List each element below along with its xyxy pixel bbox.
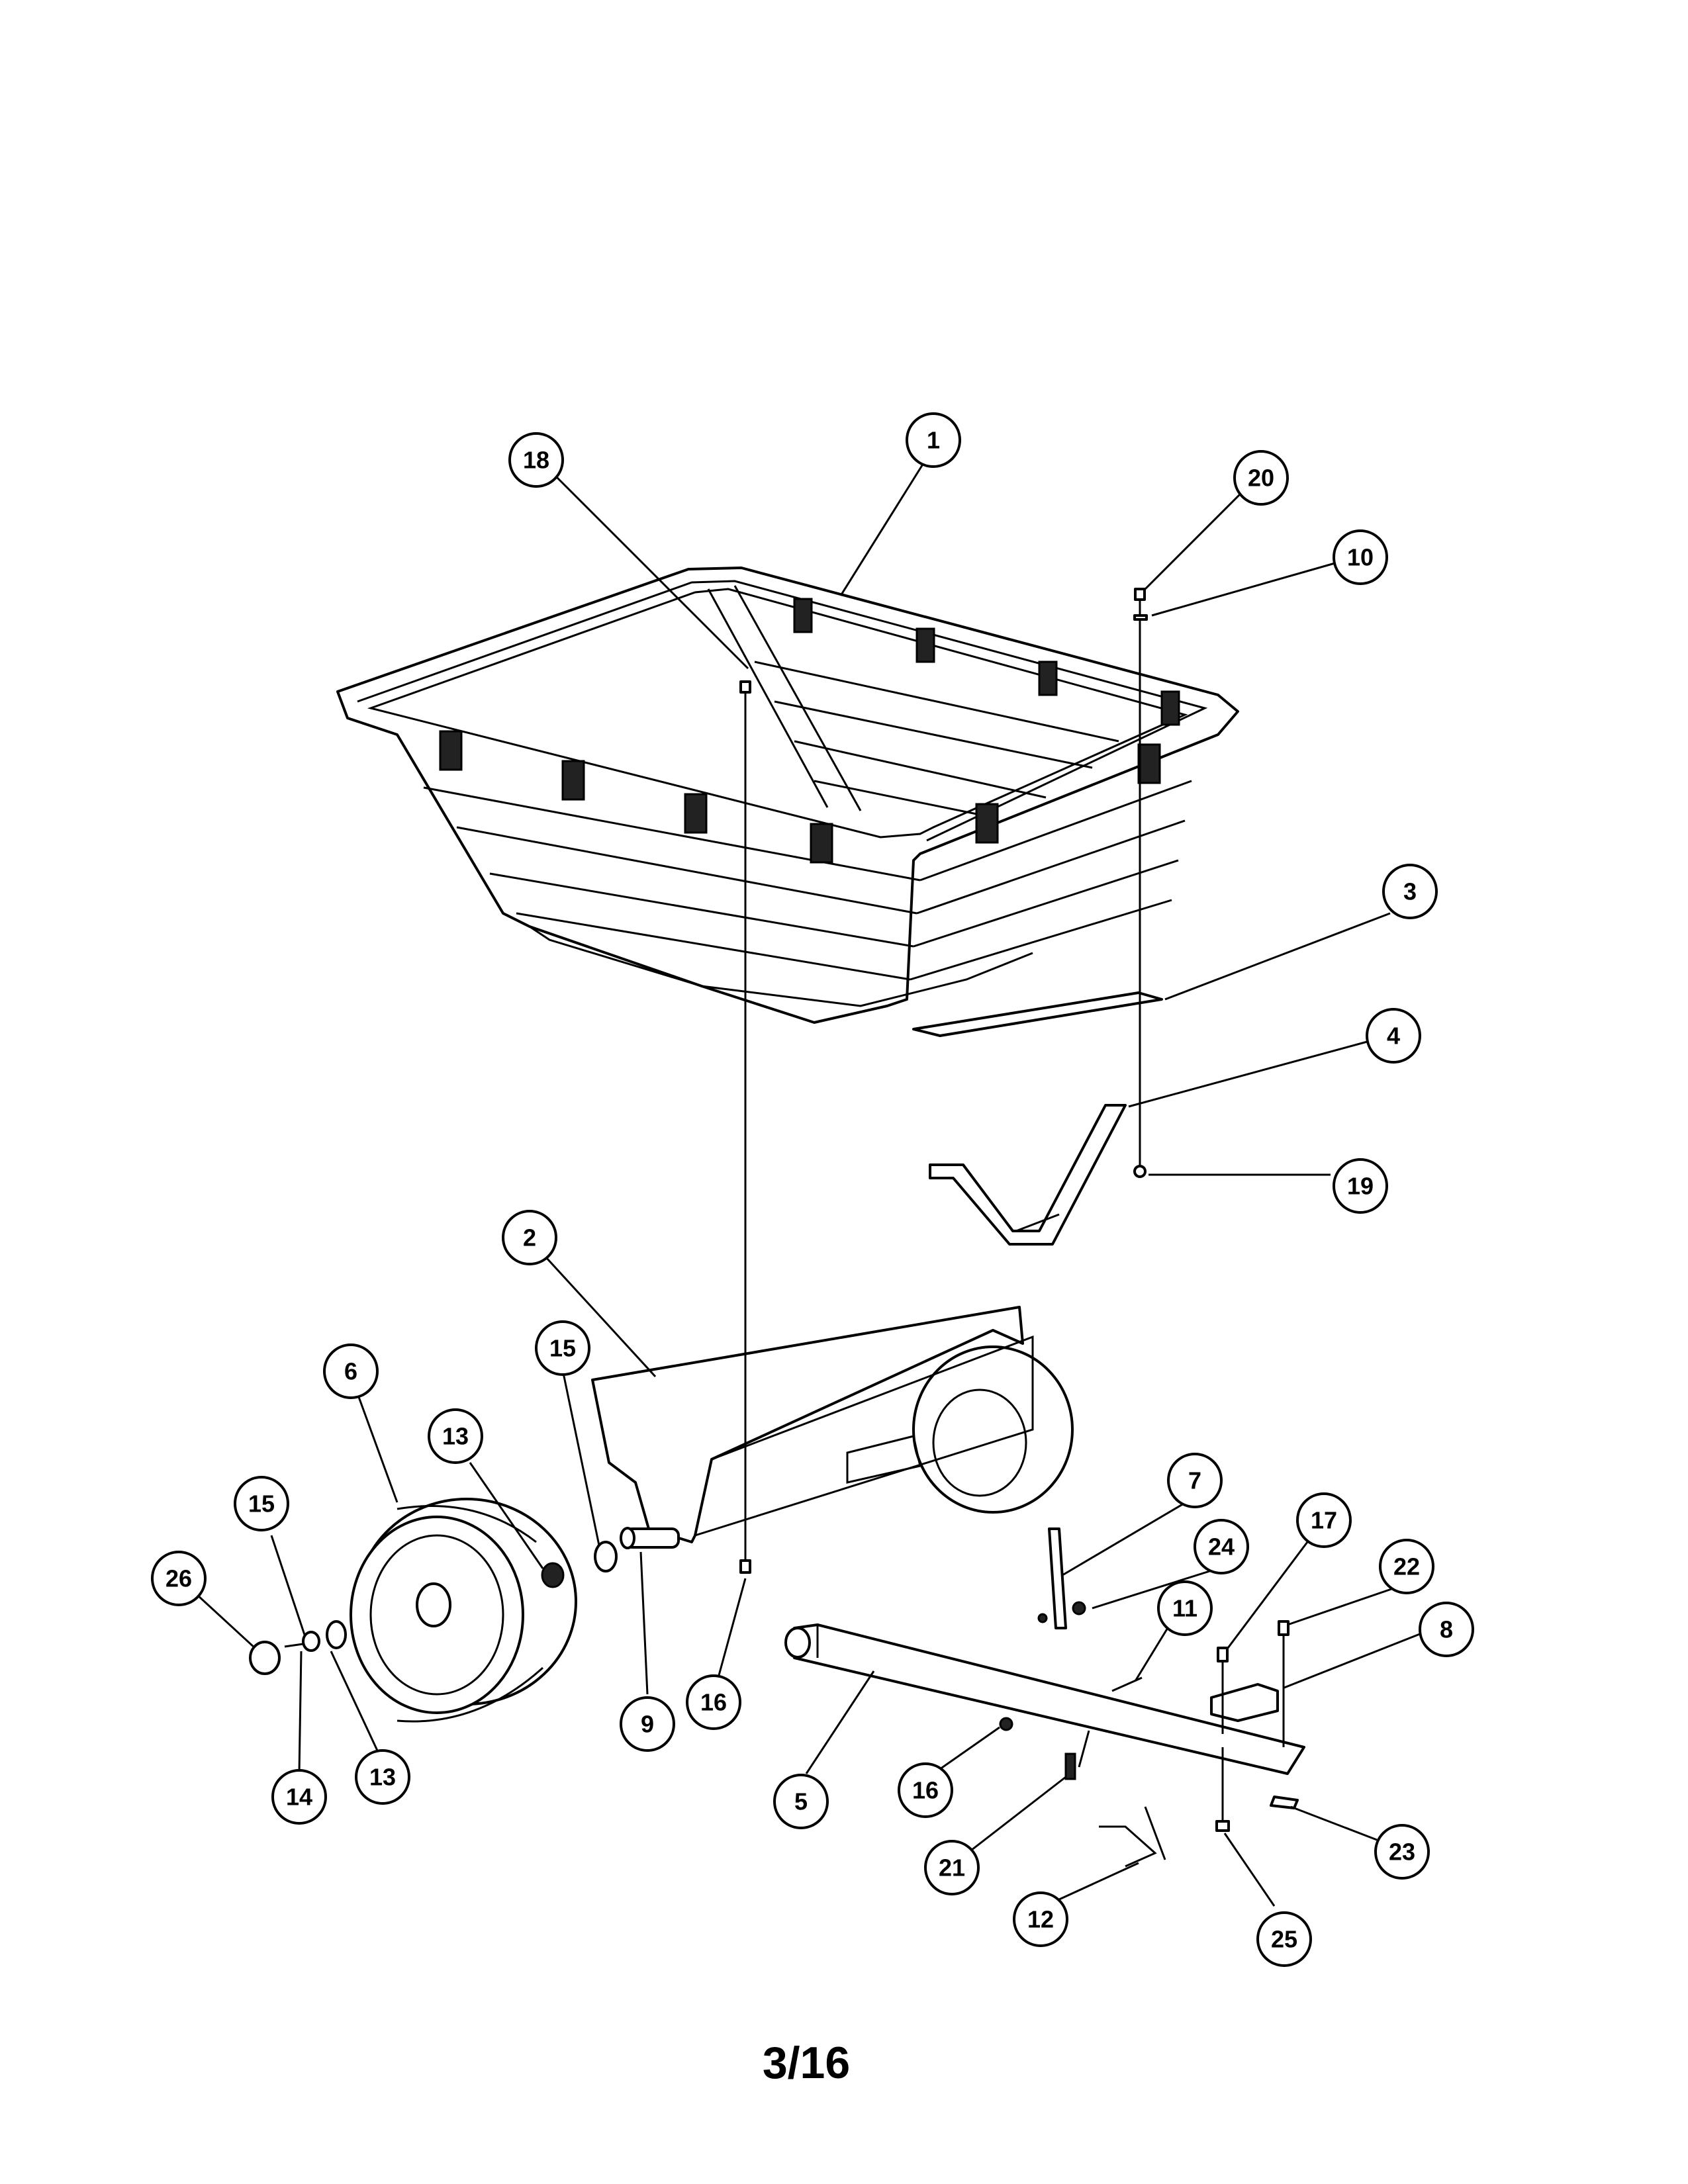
callout-7-label: 7 — [1188, 1467, 1201, 1494]
callout-8-label: 8 — [1440, 1616, 1453, 1643]
callout-14-label: 14 — [286, 1784, 312, 1811]
callout-12: 12 — [1013, 1891, 1068, 1947]
callout-18: 18 — [508, 432, 564, 488]
callout-16-lower: 16 — [898, 1762, 953, 1818]
axle-channel — [591, 1306, 1074, 1549]
callout-5-label: 5 — [794, 1788, 808, 1815]
callout-12-label: 12 — [1027, 1906, 1054, 1933]
leader-lines — [196, 463, 1427, 1907]
callout-21-label: 21 — [939, 1854, 965, 1882]
callout-22: 22 — [1379, 1539, 1434, 1594]
callout-13-lower-label: 13 — [369, 1764, 396, 1791]
callout-4-label: 4 — [1387, 1023, 1400, 1050]
callout-2-label: 2 — [523, 1224, 536, 1251]
callout-13-lower: 13 — [355, 1749, 410, 1805]
callout-9-label: 9 — [641, 1711, 654, 1738]
callout-11: 11 — [1157, 1580, 1213, 1636]
callout-19: 19 — [1333, 1158, 1388, 1214]
callout-16-upper: 16 — [686, 1674, 741, 1730]
latch-hardware — [999, 1527, 1279, 1868]
callout-26: 26 — [151, 1551, 207, 1606]
callout-6-label: 6 — [344, 1358, 357, 1385]
callout-4: 4 — [1366, 1008, 1421, 1064]
callout-7: 7 — [1167, 1453, 1223, 1508]
callout-15-left-label: 15 — [248, 1490, 275, 1518]
callout-13-upper: 13 — [428, 1408, 483, 1464]
callout-26-label: 26 — [165, 1565, 192, 1592]
callout-16-upper-label: 16 — [700, 1689, 727, 1716]
callout-19-label: 19 — [1347, 1173, 1374, 1200]
callout-2: 2 — [502, 1210, 557, 1265]
callout-1: 1 — [906, 412, 961, 468]
callout-24-label: 24 — [1208, 1533, 1235, 1561]
callout-15-left: 15 — [234, 1476, 289, 1531]
callout-21: 21 — [924, 1840, 980, 1895]
callout-5: 5 — [773, 1774, 829, 1829]
callout-15-right: 15 — [535, 1320, 590, 1376]
callout-10-label: 10 — [1347, 544, 1374, 571]
page-number: 3/16 — [763, 2038, 850, 2088]
callout-14: 14 — [271, 1769, 327, 1825]
stake-pockets — [439, 598, 1180, 864]
hub-parts — [249, 1541, 618, 1675]
strap-plate — [912, 991, 1163, 1037]
handle-tube — [784, 1623, 1305, 1775]
callout-25-label: 25 — [1271, 1926, 1297, 1953]
callout-20: 20 — [1233, 450, 1289, 506]
callout-6: 6 — [323, 1343, 379, 1399]
near-wheel — [350, 1498, 577, 1723]
callout-3-label: 3 — [1403, 878, 1417, 905]
callout-9: 9 — [620, 1696, 675, 1752]
callout-20-label: 20 — [1248, 465, 1274, 492]
callout-8: 8 — [1419, 1602, 1474, 1657]
callout-25: 25 — [1256, 1911, 1312, 1967]
callout-11-label: 11 — [1172, 1595, 1197, 1622]
callout-23-label: 23 — [1389, 1839, 1415, 1866]
callout-3: 3 — [1382, 864, 1438, 919]
callout-17: 17 — [1296, 1492, 1352, 1548]
callout-15-right-label: 15 — [549, 1335, 576, 1362]
callout-22-label: 22 — [1393, 1553, 1420, 1580]
callout-17-label: 17 — [1311, 1507, 1337, 1534]
callout-16-lower-label: 16 — [912, 1777, 939, 1804]
callout-18-label: 18 — [523, 447, 549, 474]
callout-10: 10 — [1333, 529, 1388, 585]
v-bracket — [929, 1104, 1127, 1246]
callout-1-label: 1 — [927, 427, 940, 454]
callout-23: 23 — [1374, 1824, 1430, 1880]
callout-24: 24 — [1194, 1519, 1249, 1574]
callout-13-upper-label: 13 — [442, 1423, 469, 1450]
dump-bed — [336, 567, 1239, 1024]
